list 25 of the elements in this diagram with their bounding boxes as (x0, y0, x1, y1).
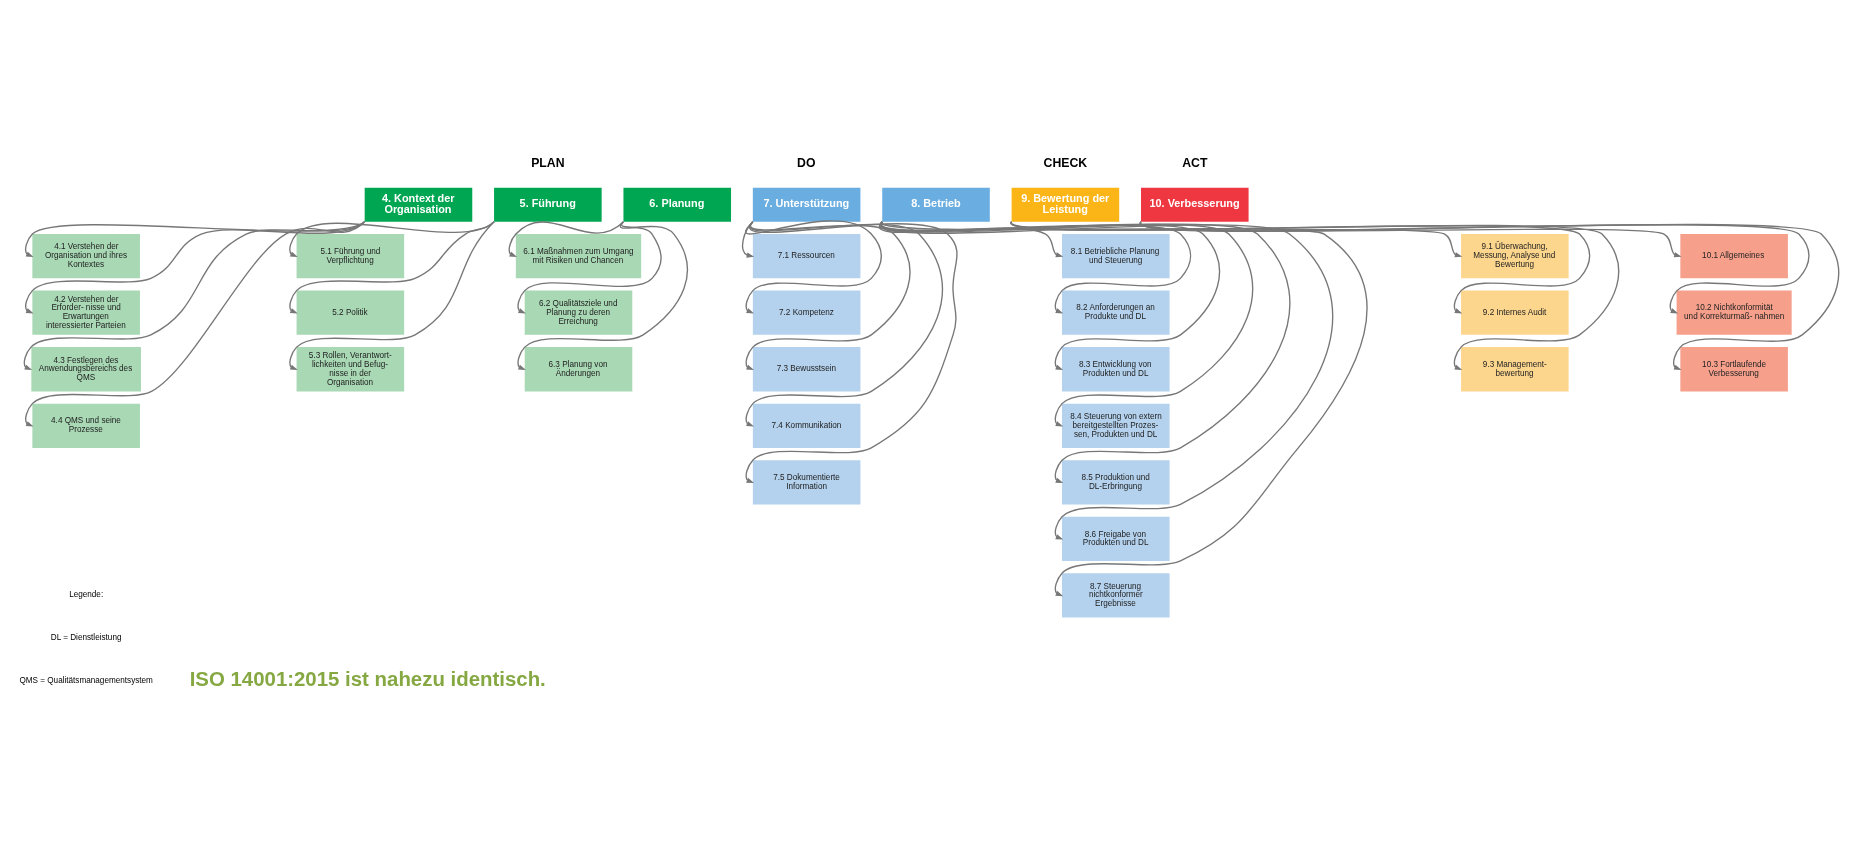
arrow (1010, 220, 1463, 257)
arrow (1140, 220, 1840, 370)
node-box: 4. Kontext der Organisation (364, 187, 473, 222)
label: ISO 14001:2015 ist nahezu identisch. (189, 667, 546, 690)
arrow (1010, 220, 1591, 313)
arrow (745, 219, 882, 313)
arrow (25, 220, 366, 427)
node-box: 8. Betrieb (882, 187, 990, 222)
node-box: 5. Führung (494, 187, 602, 222)
label: CHECK (1043, 155, 1088, 170)
label: ACT (1182, 155, 1208, 170)
arrow (745, 220, 958, 483)
arrow (289, 220, 495, 313)
label: DO (797, 155, 816, 170)
arrow (745, 220, 911, 370)
arrow (881, 220, 1333, 540)
node-box: 9. Bewertung der Leistung (1011, 187, 1120, 222)
arrow (745, 220, 944, 427)
node-box: 7. Unterstützung (752, 187, 861, 222)
node-box: 10. Verbesserung (1141, 187, 1249, 222)
arrow (1010, 220, 1620, 370)
arrow (289, 220, 495, 370)
label: PLAN (531, 155, 565, 170)
arrow (881, 220, 1368, 596)
node-box: 6. Planung (623, 187, 732, 222)
